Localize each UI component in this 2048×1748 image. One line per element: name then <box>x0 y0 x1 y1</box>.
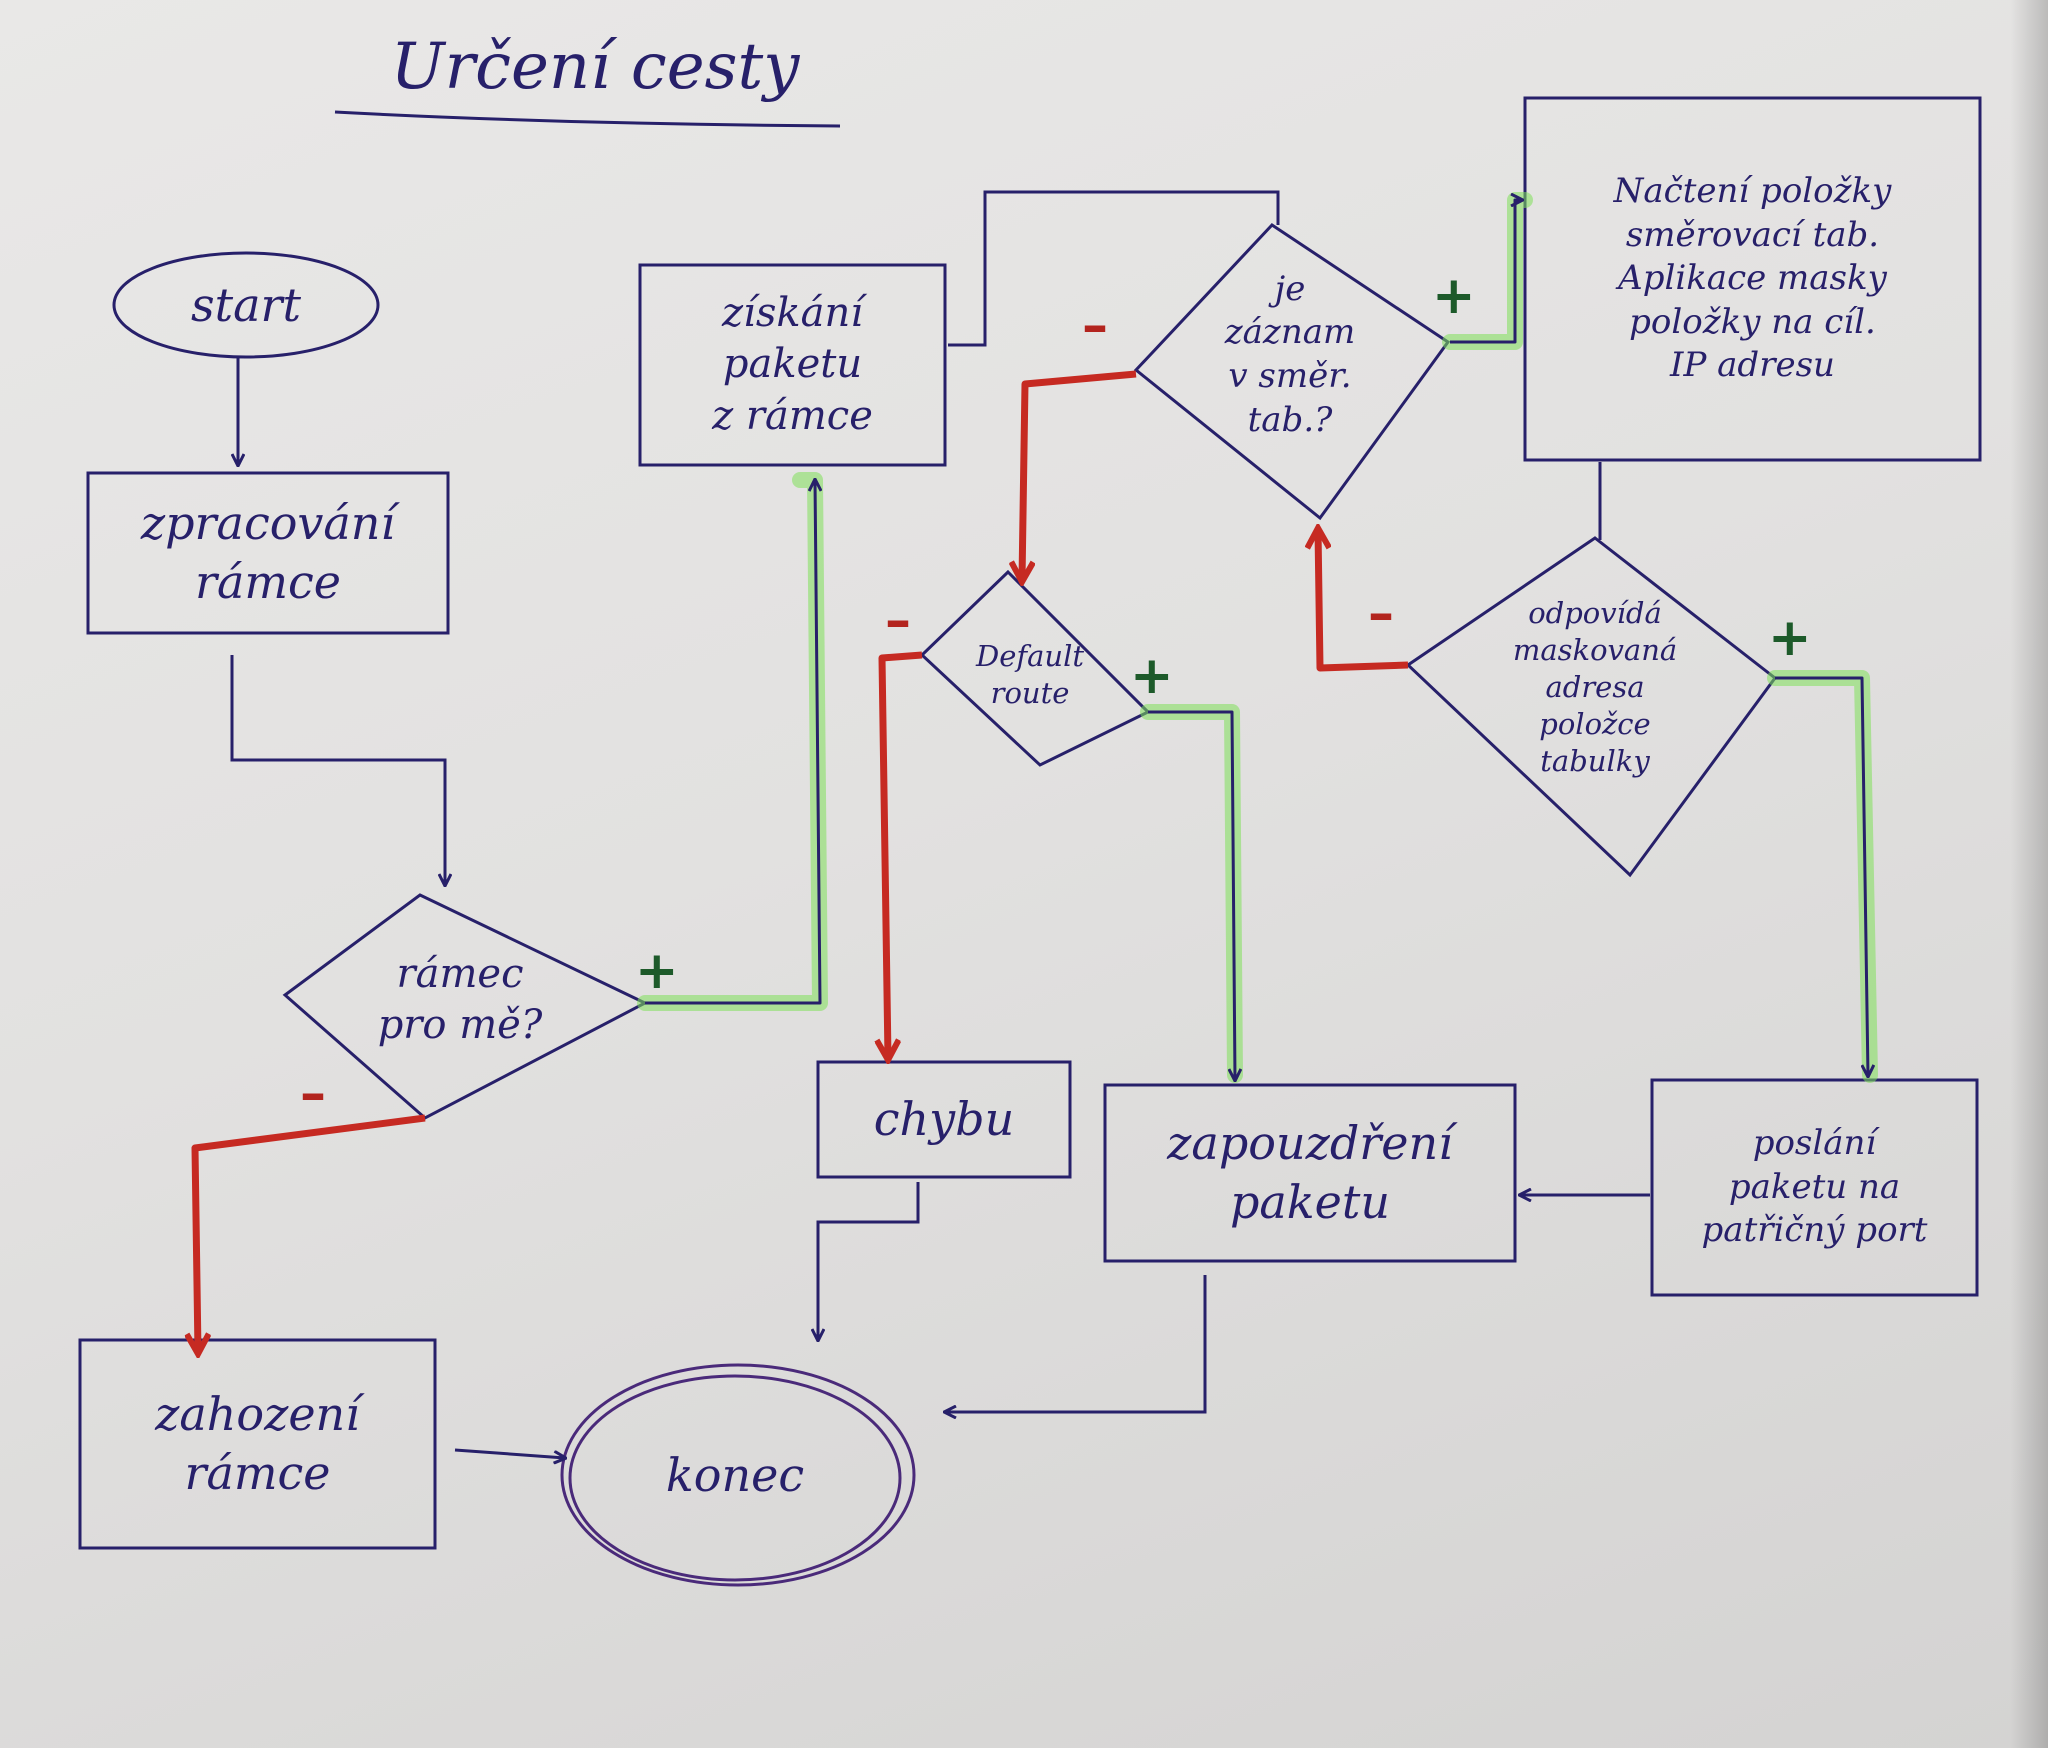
default-route-diamond <box>919 569 1151 767</box>
plus-label-je-zaznam: + <box>1432 266 1476 326</box>
poslani-paketu-box <box>1650 1078 1979 1297</box>
no-paths <box>195 370 1409 1352</box>
ziskani-paketu-box <box>638 263 947 467</box>
minus-label-je-zaznam: – <box>1082 296 1108 356</box>
zapouzdreni-paketu-box <box>1103 1083 1517 1263</box>
yes-path-ink <box>645 200 1868 1080</box>
je-zaznam-diamond <box>1133 223 1451 521</box>
zpracovani-ramce-label: zpracování rámce <box>140 496 396 609</box>
edge-zapouzdreni-to-konec <box>945 1275 1207 1412</box>
edge-ziskani-to-je-zaznam <box>948 190 1280 347</box>
konec-node-shape <box>568 1374 902 1582</box>
minus-label-ramec: – <box>300 1064 326 1124</box>
title-underline <box>334 110 841 128</box>
zahozeni-ramce-box <box>78 1338 437 1550</box>
konec-label: konec <box>665 1447 805 1502</box>
default-route-label: Default route <box>975 638 1085 710</box>
plus-label-odpovida: + <box>1768 608 1812 668</box>
plus-label-default-route: + <box>1130 646 1174 706</box>
minus-label-default-route: – <box>885 591 911 651</box>
nacteni-polozky-box <box>1523 96 1982 462</box>
je-zaznam-label: je záznam v směr. tab.? <box>1224 268 1356 440</box>
odpovida-label: odpovídá maskovaná adresa položce tabulk… <box>1512 595 1678 779</box>
nacteni-polozky-label: Načtení položky směrovací tab. Aplikace … <box>1613 171 1892 386</box>
konec-node-shape-outline <box>560 1363 916 1587</box>
minus-label-odpovida: – <box>1368 584 1394 644</box>
poslani-paketu-label: poslání paketu na patřičný port <box>1701 1123 1928 1251</box>
paper-edge-shadow <box>2010 0 2048 1748</box>
start-label: start <box>191 277 301 332</box>
zahozeni-ramce-label: zahození rámce <box>155 1387 360 1500</box>
zapouzdreni-paketu-label: zapouzdření paketu <box>1167 1116 1453 1229</box>
ramec-pro-me-label: rámec pro mě? <box>377 950 543 1048</box>
start-node-shape <box>112 251 380 359</box>
zpracovani-ramce-box <box>86 471 450 635</box>
page-title: Určení cesty <box>390 29 800 104</box>
odpovida-diamond <box>1405 536 1778 878</box>
chybu-label: chybu <box>873 1092 1015 1147</box>
ziskani-paketu-label: získání paketu z rámce <box>712 290 873 439</box>
edge-zahozeni-to-konec <box>454 1448 565 1458</box>
chybu-box <box>816 1060 1072 1179</box>
edge-chybu-to-konec <box>818 1182 920 1340</box>
edge-zpracovani-to-ramec <box>230 655 445 885</box>
plus-label-ramec: + <box>635 941 679 1001</box>
